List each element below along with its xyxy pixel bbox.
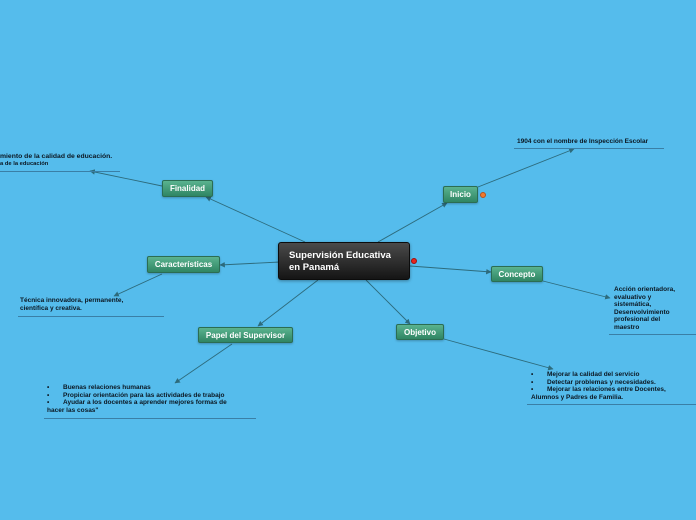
inicio-marker-icon — [480, 192, 486, 198]
objetivo-item-text: Mejorar la calidad del servicio — [547, 371, 640, 378]
concepto-line: Desenvolvimiento — [614, 308, 670, 316]
objetivo-item: • Mejorar la calidad del servicio — [531, 371, 666, 379]
leaf-papel-underline — [44, 418, 256, 419]
leaf-finalidad-line1: miento de la calidad de educación. — [0, 153, 113, 160]
bullet-icon: • — [47, 391, 50, 399]
bullet-icon: • — [47, 399, 50, 407]
topic-objetivo[interactable]: Objetivo — [396, 324, 444, 340]
leaf-objetivo-underline — [527, 404, 696, 405]
connector-central-finalidad — [205, 196, 306, 243]
papel-item-text: Buenas relaciones humanas — [63, 384, 151, 391]
connector-caracteristicas-leaf — [113, 273, 163, 297]
leaf-papel-supervisor: • Buenas relaciones humanas • Propiciar or… — [47, 384, 227, 414]
leaf-caracteristicas-line2: científica y creativa. — [20, 304, 82, 312]
papel-item: • Buenas relaciones humanas — [47, 384, 227, 392]
topic-papel-supervisor[interactable]: Papel del Supervisor — [198, 327, 293, 343]
concepto-line: profesional del — [614, 316, 661, 324]
topic-concepto[interactable]: Concepto — [491, 266, 543, 282]
connector-finalidad-leaf — [89, 169, 163, 187]
leaf-finalidad-line2: a de la educación — [0, 160, 49, 167]
leaf-caracteristicas: Técnica innovadora, permanente, científi… — [20, 297, 123, 312]
connector-central-inicio — [377, 202, 448, 243]
bullet-icon: • — [531, 371, 534, 378]
leaf-caracteristicas-underline — [18, 316, 164, 317]
papel-item-text: Ayudar a los docentes a aprender mejores… — [63, 399, 227, 407]
papel-item-text: Propiciar orientación para las actividad… — [63, 391, 225, 399]
connector-central-papel — [257, 279, 319, 327]
objetivo-item: • Detectar problemas y necesidades. — [531, 379, 666, 387]
connector-central-concepto — [409, 265, 492, 275]
leaf-finalidad: miento de la calidad de educación. a de … — [0, 153, 112, 168]
concepto-line: evaluativo y — [614, 293, 652, 301]
connector-objetivo-leaf — [443, 338, 554, 371]
papel-item: • Propiciar orientación para las activida… — [47, 392, 227, 400]
leaf-inicio: 1904 con el nombre de Inspección Escolar — [517, 138, 649, 145]
topic-finalidad[interactable]: Finalidad — [162, 180, 213, 197]
topic-inicio[interactable]: Inicio — [443, 186, 478, 203]
connector-inicio-leaf — [477, 148, 575, 188]
concepto-line: maestro — [614, 323, 640, 331]
central-topic-line1: Supervisión Educativa — [289, 250, 391, 261]
bullet-icon: • — [531, 386, 534, 394]
topic-caracteristicas[interactable]: Características — [147, 256, 220, 273]
concepto-line: Acción orientadora, — [614, 286, 676, 293]
leaf-objetivo: • Mejorar la calidad del servicio • Detect… — [531, 371, 666, 401]
leaf-inicio-underline — [514, 148, 664, 149]
bullet-icon: • — [531, 378, 534, 386]
leaf-concepto-underline — [609, 334, 696, 335]
connector-central-objetivo — [365, 279, 411, 325]
objetivo-item-text: Detectar problemas y necesidades. — [547, 378, 656, 386]
central-topic-line2: en Panamá — [289, 262, 340, 273]
objetivo-item-continuation: Alumnos y Padres de Familia. — [531, 393, 624, 401]
central-marker-icon — [411, 258, 417, 264]
connector-papel-leaf — [174, 343, 233, 384]
objetivo-item-text: Mejorar las relaciones entre Docentes, — [547, 386, 666, 394]
connector-central-caracteristicas — [219, 261, 281, 268]
central-topic[interactable]: Supervisión Educativa en Panamá — [278, 242, 410, 280]
connector-concepto-leaf — [542, 280, 611, 300]
papel-item-continuation: hacer las cosas" — [47, 406, 99, 414]
leaf-concepto: Acción orientadora, evaluativo y sistemá… — [614, 286, 675, 332]
leaf-finalidad-underline — [0, 171, 120, 172]
bullet-icon: • — [47, 384, 50, 391]
leaf-caracteristicas-line1: Técnica innovadora, permanente, — [20, 297, 124, 304]
objetivo-item: • Mejorar las relaciones entre Docentes, — [531, 386, 666, 394]
concepto-line: sistemática, — [614, 301, 652, 309]
papel-item: • Ayudar a los docentes a aprender mejore… — [47, 399, 227, 407]
